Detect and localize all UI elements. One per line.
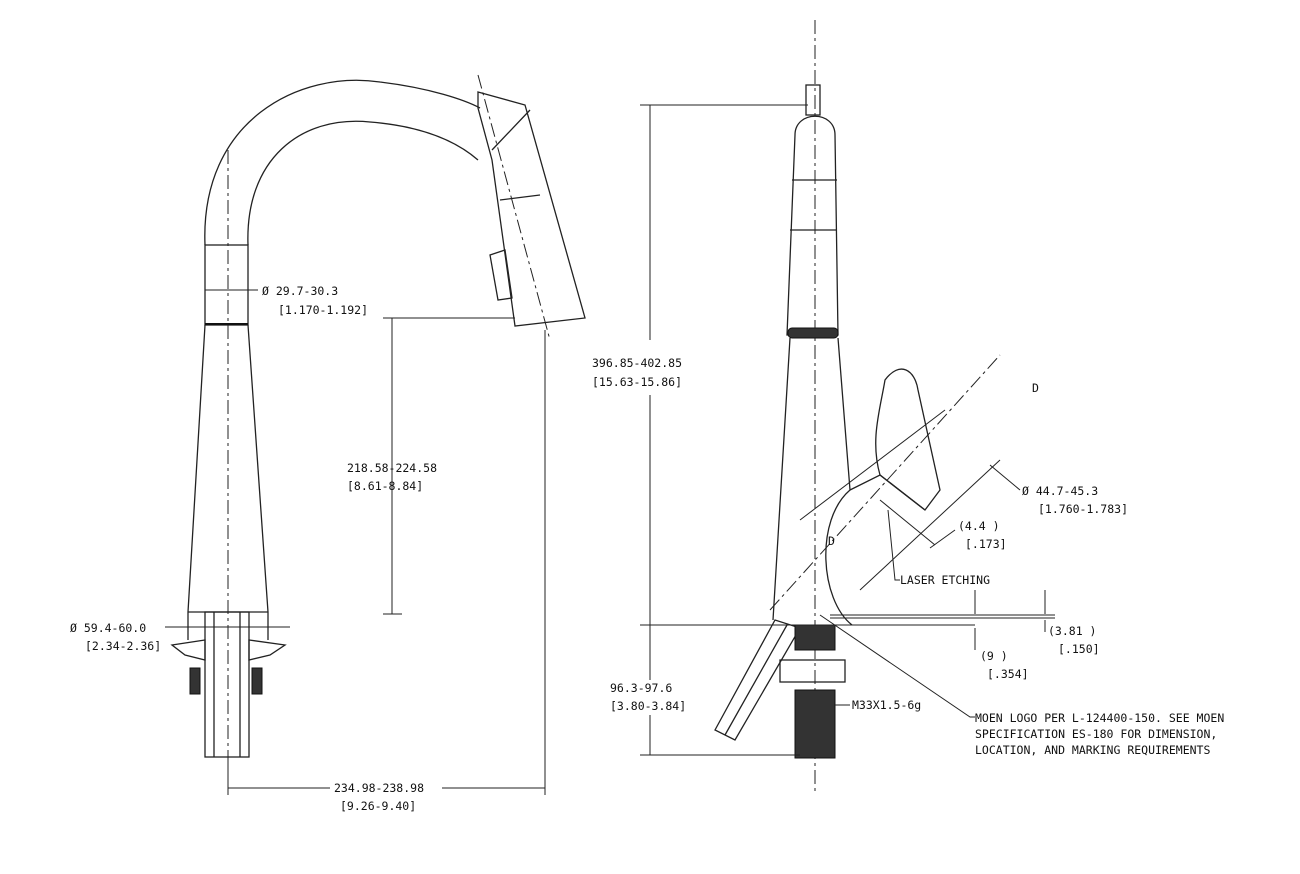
base-plate-section xyxy=(714,619,801,741)
spray-head xyxy=(477,91,586,327)
thread-spec-label: M33X1.5-6g xyxy=(852,698,921,712)
base-diameter-inch-label: [2.34-2.36] xyxy=(85,639,161,653)
faucet-body xyxy=(187,324,269,613)
handle-diameter-inch-label: [1.760-1.783] xyxy=(1038,502,1128,516)
dim-9-inch-label: [.354] xyxy=(987,667,1029,681)
shank xyxy=(204,611,250,758)
shank-height-inch-label: [3.80-3.84] xyxy=(610,699,686,713)
overall-height-inch-label: [15.63-15.86] xyxy=(592,375,682,389)
reach-label: 234.98-238.98 xyxy=(334,781,424,795)
nut-right xyxy=(251,667,263,695)
dim-9-label: (9 ) xyxy=(980,649,1008,663)
reach-inch-label: [9.26-9.40] xyxy=(340,799,416,813)
neck-diameter-inch-label: [1.170-1.192] xyxy=(278,303,368,317)
spray-button xyxy=(489,249,513,301)
moen-logo-note-line1: MOEN LOGO PER L-124400-150. SEE MOEN xyxy=(975,711,1224,725)
lever-handle xyxy=(875,368,941,511)
moen-logo-note-line2: SPECIFICATION ES-180 FOR DIMENSION, xyxy=(975,727,1217,741)
mounting-bracket xyxy=(170,639,287,661)
left-faucet-view: Ø 29.7-30.3 [1.170-1.192] 218.58-224.58 … xyxy=(70,74,586,813)
nut-left xyxy=(189,667,201,695)
moen-logo-note-line3: LOCATION, AND MARKING REQUIREMENTS xyxy=(975,743,1210,757)
spray-face xyxy=(787,327,839,339)
gooseneck-outer xyxy=(204,79,481,246)
spout-height-label: 218.58-224.58 xyxy=(347,461,437,475)
dim-3-81-inch-label: [.150] xyxy=(1058,642,1100,656)
etch-depth-label: (4.4 ) xyxy=(958,519,1000,533)
etch-depth-inch-label: [.173] xyxy=(965,537,1007,551)
section-label-d-bottom: D xyxy=(828,534,835,548)
shank-height-label: 96.3-97.6 xyxy=(610,681,672,695)
gooseneck-inner xyxy=(247,120,479,246)
neck-diameter-label: Ø 29.7-30.3 xyxy=(262,284,338,298)
dim-3-81-label: (3.81 ) xyxy=(1048,624,1096,638)
laser-etching-label: LASER ETCHING xyxy=(900,573,990,587)
threaded-shank xyxy=(794,689,836,759)
overall-height-label: 396.85-402.85 xyxy=(592,356,682,370)
neck-collar xyxy=(204,244,249,326)
spout-height-inch-label: [8.61-8.84] xyxy=(347,479,423,493)
handle-diameter-label: Ø 44.7-45.3 xyxy=(1022,484,1098,498)
mounting-nut xyxy=(779,659,846,683)
base-diameter-label: Ø 59.4-60.0 xyxy=(70,621,146,635)
section-label-d-top: D xyxy=(1032,381,1039,395)
right-body xyxy=(772,337,853,626)
pulldown-spout xyxy=(786,115,839,336)
right-faucet-view: D D 396.85-402.85 [15.63-15.86] 96.3-97.… xyxy=(592,20,1224,795)
